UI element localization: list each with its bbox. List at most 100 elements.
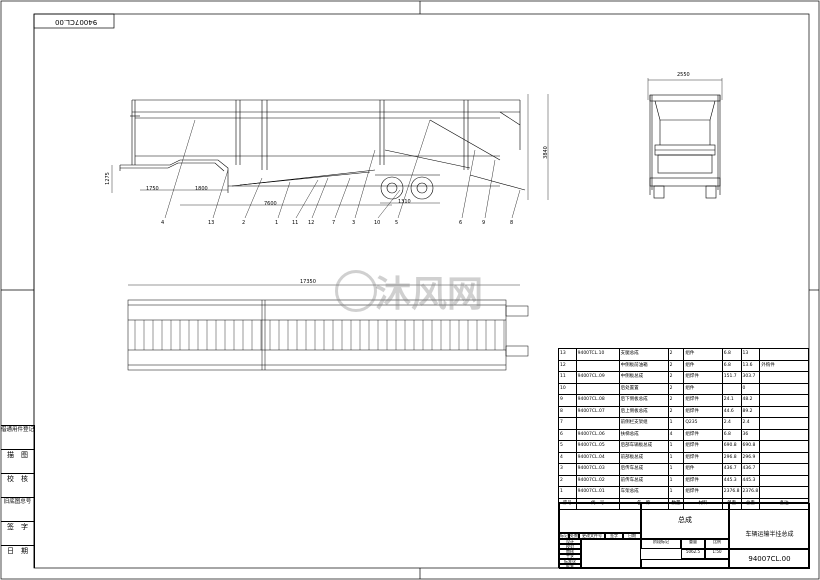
bom-cell-seq: 10 (558, 382, 577, 395)
bom-cell-total: 436.7 (740, 463, 761, 476)
bom-cell-total: 296.9 (740, 451, 761, 464)
bom-cell-remark (759, 440, 809, 453)
bom-cell-seq: 2 (558, 474, 577, 487)
product-name-cell: 车辆运输半挂总成 (729, 503, 810, 549)
drawing-code-cell: 94007CL.00 (729, 549, 810, 569)
sidebar-cell: 旧底图总号 (1, 497, 34, 521)
bom-cell-qty: 1 (667, 463, 685, 476)
bom-cell-name: 车架总成 (618, 486, 669, 499)
drawing-code: 94007CL.00 (748, 555, 791, 563)
header-small: 处数 (570, 533, 578, 538)
bom-cell-remark (759, 486, 809, 499)
bom-cell-qty: 2 (667, 394, 685, 407)
bom-cell-total: 36 (740, 428, 761, 441)
bom-cell-name: 后上侧板总成 (618, 405, 669, 418)
bom-cell-total: 303.7 (740, 371, 761, 384)
bom-cell-total: 2.4 (740, 417, 761, 430)
sidebar-cell: 签 字 (1, 521, 34, 545)
bom-cell-material: 组焊件 (683, 405, 723, 418)
dim-length-total: 17350 (300, 279, 316, 285)
product-name: 车辆运输半挂总成 (745, 531, 794, 538)
scale-value: 1:50 (712, 549, 722, 554)
bom-cell-qty: 1 (667, 417, 685, 430)
bom-cell-remark (759, 451, 809, 464)
bom-cell-material: 组件 (683, 382, 723, 395)
header-small: 签字 (610, 533, 618, 538)
bom-cell-code: 94007CL.07 (575, 405, 620, 418)
bom-cell-material: 组焊件 (683, 394, 723, 407)
bom-cell-code: 94007CL.08 (575, 394, 620, 407)
dim-height-lower: 1275 (104, 172, 111, 185)
dim-axle-spacing: 1310 (398, 199, 411, 205)
bom-cell-total: 445.3 (740, 474, 761, 487)
bom-cell-remark (759, 474, 809, 487)
sidebar-stamp-area: 借通用件登记 描 图 校 核 旧底图总号 签 字 日 期 (1, 425, 35, 568)
bom-cell-unit: 24.1 (721, 394, 742, 407)
bom-cell-total: 48.2 (740, 394, 761, 407)
bom-cell-total: 13 (740, 348, 761, 361)
signoff-label: 审核 (566, 549, 574, 554)
bom-cell-unit: 690.8 (721, 440, 742, 453)
bom-cell-total: 0 (740, 382, 761, 395)
bom-cell-remark (759, 348, 809, 361)
bom-cell-code (575, 359, 620, 372)
sidebar-cell: 描 图 (1, 449, 34, 473)
bom-cell-unit (721, 382, 742, 395)
balloon: 12 (308, 220, 315, 226)
bom-cell-unit: 44.6 (721, 405, 742, 418)
bom-cell-unit: 436.7 (721, 463, 742, 476)
bom-cell-name: 扶梯总成 (618, 428, 669, 441)
plan-view (127, 284, 529, 371)
bom-cell-unit: 445.3 (721, 474, 742, 487)
bom-cell-material: 组件 (683, 359, 723, 372)
weight-value: 5062.5 (686, 549, 700, 554)
bom-cell-code: 94007CL.09 (575, 371, 620, 384)
watermark-logo-icon (335, 270, 377, 312)
balloon: 11 (292, 220, 299, 226)
top-drawing-code: 94007CL.00 (55, 18, 98, 26)
bom-cell-qty: 2 (667, 371, 685, 384)
balloon: 5 (395, 220, 399, 226)
dim-wheelbase: 7600 (264, 201, 277, 207)
bom-cell-name: 前侧栏支架组 (618, 417, 669, 430)
bom-cell-remark (759, 405, 809, 418)
bom-cell-qty: 1 (667, 486, 685, 499)
bom-cell-material: 组件 (683, 463, 723, 476)
assembly-label: 总成 (678, 516, 692, 524)
watermark-text: 沐风网 (375, 274, 484, 315)
balloon: 1 (275, 220, 279, 226)
bom-cell-code: 94007CL.02 (575, 474, 620, 487)
bom-cell-material: 组焊件 (683, 428, 723, 441)
weight-label: 重量 (689, 539, 697, 544)
bom-cell-unit: 6.8 (721, 359, 742, 372)
balloon: 4 (161, 220, 165, 226)
bom-cell-code: 94007CL.03 (575, 463, 620, 476)
bom-cell-remark (759, 428, 809, 441)
bom-cell-remark: 外购件 (759, 359, 809, 372)
bom-cell-total: 89.2 (740, 405, 761, 418)
bom-cell-material: Q235 (683, 417, 723, 430)
stage-label: 阶段标记 (653, 539, 669, 544)
bom-cell-remark (759, 463, 809, 476)
bom-cell-code: 94007CL.06 (575, 428, 620, 441)
bom-cell-total: 13.6 (740, 359, 761, 372)
header-small: 日期 (628, 533, 636, 538)
bom-cell-seq: 8 (558, 405, 577, 418)
balloon: 10 (374, 220, 381, 226)
bom-cell-unit: 296.8 (721, 451, 742, 464)
side-view (111, 94, 549, 219)
sidebar-cell: 日 期 (1, 545, 34, 568)
bom-cell-qty: 2 (667, 348, 685, 361)
bom-cell-seq: 11 (558, 371, 577, 384)
bom-cell-total: 2376.8 (740, 486, 761, 499)
